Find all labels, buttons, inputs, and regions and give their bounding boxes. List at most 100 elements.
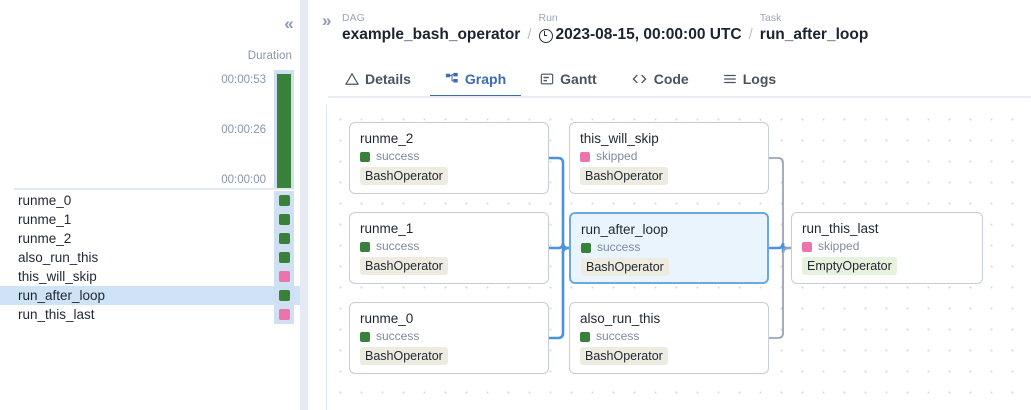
tab-label: Graph (465, 71, 506, 87)
graph-node[interactable]: runme_0successBashOperator (349, 302, 549, 374)
graph-node-state-label: success (376, 239, 419, 254)
tab-graph[interactable]: Graph (428, 62, 523, 96)
status-square-success (279, 233, 290, 244)
task-status-cell[interactable] (274, 229, 294, 248)
task-row[interactable]: runme_2 (0, 229, 308, 248)
breadcrumb-task-value[interactable]: run_after_loop (760, 25, 869, 44)
graph-node-title: run_after_loop (581, 221, 757, 238)
task-row[interactable]: runme_1 (0, 210, 308, 229)
breadcrumb-dag: DAG example_bash_operator (342, 12, 520, 44)
graph-node-operator-tag: BashOperator (360, 257, 448, 275)
status-square-skipped (279, 309, 290, 320)
duration-axis-tick-top: 00:00:53 (221, 74, 266, 86)
chevrons-left-icon[interactable]: « (278, 12, 300, 34)
status-square-skipped (802, 242, 812, 252)
graph-node-state-label: skipped (596, 149, 637, 164)
graph-node[interactable]: run_after_loopsuccessBashOperator (569, 212, 769, 284)
task-row[interactable]: runme_0 (0, 191, 308, 210)
graph-node-state: skipped (802, 239, 972, 254)
graph-node-state: success (581, 240, 757, 255)
status-square-success (279, 290, 290, 301)
breadcrumb: DAG example_bash_operator / Run 2023-08-… (342, 12, 868, 44)
graph-node-title: runme_2 (360, 130, 538, 147)
breadcrumb-task: Task run_after_loop (760, 12, 869, 44)
graph-node[interactable]: this_will_skipskippedBashOperator (569, 122, 769, 194)
panel-resize-handle[interactable] (300, 0, 308, 410)
graph-edge (549, 248, 569, 338)
graph-node-title: runme_0 (360, 310, 538, 327)
task-row[interactable]: also_run_this (0, 248, 308, 267)
graph-node-state-label: success (596, 329, 639, 344)
graph-node-title: runme_1 (360, 220, 538, 237)
graph-canvas[interactable]: runme_2successBashOperatorrunme_1success… (326, 104, 1031, 410)
task-row-label: runme_0 (0, 193, 71, 208)
duration-chart: 00:00:53 00:00:26 00:00:00 (0, 70, 308, 188)
task-row[interactable]: run_this_last (0, 305, 308, 324)
task-row[interactable]: this_will_skip (0, 267, 308, 286)
logs-icon (723, 72, 737, 86)
task-status-cell[interactable] (274, 305, 294, 324)
status-square-success (360, 152, 370, 162)
breadcrumb-separator-1: / (520, 25, 538, 44)
breadcrumb-run-value-wrap[interactable]: 2023-08-15, 00:00:00 UTC (539, 25, 742, 44)
graph-node-title: this_will_skip (580, 130, 758, 147)
graph-node-operator-tag: BashOperator (360, 167, 448, 185)
tab-label: Details (365, 71, 411, 87)
task-status-cell[interactable] (274, 286, 294, 305)
graph-node-title: run_this_last (802, 220, 972, 237)
tab-bar-rule (328, 96, 1031, 98)
graph-node-state: skipped (580, 149, 758, 164)
tab-details[interactable]: Details (328, 62, 428, 96)
tab-gantt[interactable]: Gantt (523, 62, 614, 96)
graph-node-state-label: success (376, 149, 419, 164)
breadcrumb-task-kicker: Task (760, 12, 869, 24)
status-square-success (580, 332, 590, 342)
status-square-success (279, 252, 290, 263)
graph-node-state-label: success (376, 329, 419, 344)
breadcrumb-dag-kicker: DAG (342, 12, 520, 24)
graph-node[interactable]: also_run_thissuccessBashOperator (569, 302, 769, 374)
breadcrumb-dag-value[interactable]: example_bash_operator (342, 25, 520, 44)
task-row-label: run_this_last (0, 307, 95, 322)
breadcrumb-run: Run 2023-08-15, 00:00:00 UTC (539, 12, 742, 44)
alert-triangle-icon (345, 72, 359, 86)
task-status-cell[interactable] (274, 210, 294, 229)
duration-bar-column[interactable] (274, 70, 294, 188)
tab-logs[interactable]: Logs (706, 62, 793, 96)
task-status-cell[interactable] (274, 248, 294, 267)
duration-bar[interactable] (277, 74, 291, 188)
graph-edge (769, 248, 791, 338)
gantt-icon (540, 72, 554, 86)
chevrons-right-icon[interactable]: » (322, 12, 331, 29)
graph-edge (769, 243, 791, 253)
graph-node[interactable]: run_this_lastskippedEmptyOperator (791, 212, 983, 284)
graph-node-state: success (360, 149, 538, 164)
graph-edge (549, 158, 569, 248)
graph-node[interactable]: runme_1successBashOperator (349, 212, 549, 284)
list-divider (14, 188, 294, 190)
graph-node-state-label: success (597, 240, 640, 255)
graph-node-state: success (360, 329, 538, 344)
breadcrumb-run-value: 2023-08-15, 00:00:00 UTC (556, 25, 742, 44)
graph-node[interactable]: runme_2successBashOperator (349, 122, 549, 194)
tab-label: Gantt (560, 71, 597, 87)
duration-axis-tick-bottom: 00:00:00 (221, 174, 266, 186)
task-row-label: this_will_skip (0, 269, 97, 284)
task-status-cell[interactable] (274, 267, 294, 286)
task-row[interactable]: run_after_loop (0, 286, 308, 305)
graph-icon (445, 72, 459, 86)
graph-node-operator-tag: BashOperator (580, 167, 668, 185)
task-instance-list: runme_0 runme_1runme_2also_run_this this_w… (0, 191, 308, 324)
status-square-skipped (279, 271, 290, 282)
tab-code[interactable]: Code (614, 62, 706, 96)
status-square-success (360, 332, 370, 342)
status-square-success (581, 243, 591, 253)
graph-node-state-label: skipped (818, 239, 859, 254)
code-icon (631, 72, 648, 86)
graph-node-operator-tag: EmptyOperator (802, 257, 897, 275)
graph-node-state: success (580, 329, 758, 344)
tab-bar: Details Graph Gantt CodeLogs (328, 62, 793, 96)
task-row-label: run_after_loop (0, 288, 105, 303)
task-status-cell[interactable] (274, 191, 294, 210)
